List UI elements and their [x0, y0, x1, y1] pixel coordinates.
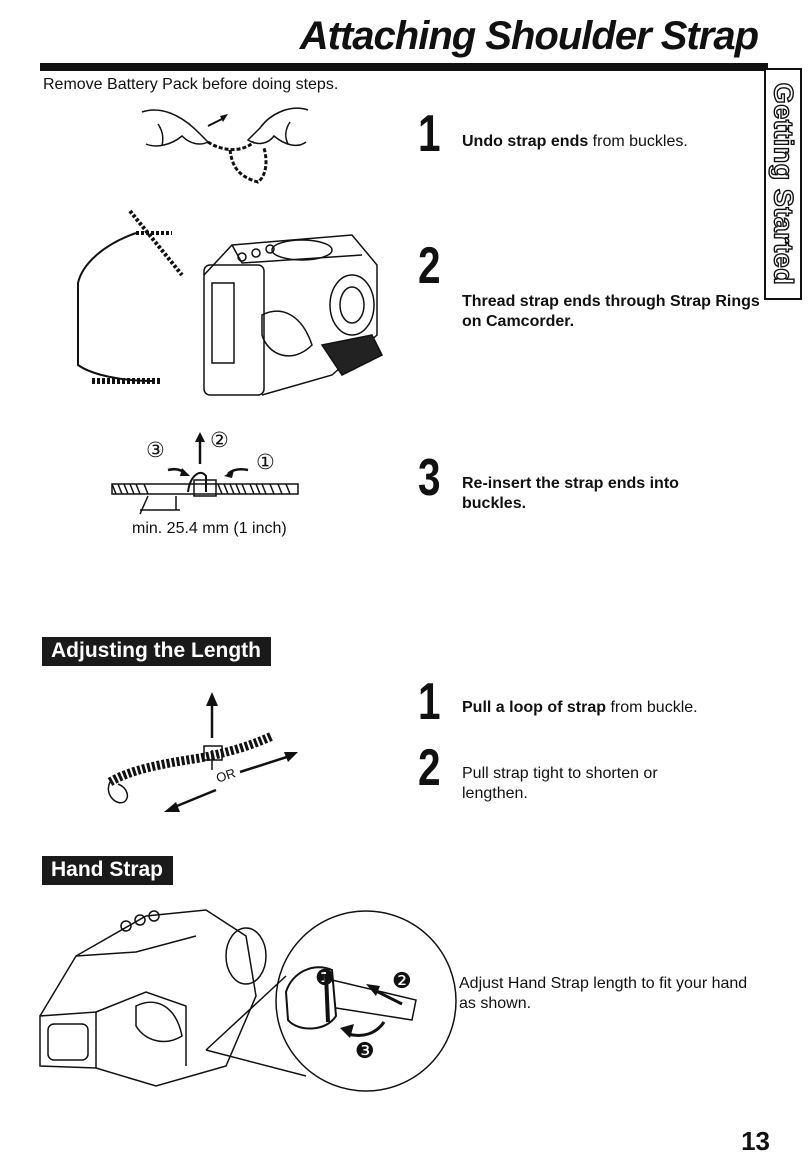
step-text: Re-insert the strap ends into buckles. — [462, 474, 732, 514]
step-text: Thread strap ends through Strap Rings on… — [462, 292, 762, 332]
hand-strap-text: Adjust Hand Strap length to fit your han… — [459, 975, 748, 1012]
step-text: Pull a loop of strap from buckle. — [462, 698, 762, 718]
marker-3: ③ — [146, 439, 165, 462]
section-heading-adjust: Adjusting the Length — [42, 637, 271, 666]
title-rule — [40, 63, 768, 71]
hand-strap-illustration — [36, 896, 432, 1092]
hand-marker-1: ❶ — [315, 965, 335, 990]
marker-1: ① — [256, 451, 275, 474]
adjust-length-illustration — [100, 692, 298, 812]
step-text: Undo strap ends from buckles. — [462, 132, 762, 152]
marker-2: ② — [210, 429, 229, 452]
page-number: 13 — [741, 1126, 770, 1156]
camcorder-strap-illustration — [72, 205, 392, 415]
side-tab: Getting Started — [764, 68, 802, 300]
page-title: Attaching Shoulder Strap — [299, 14, 759, 58]
step-number: 1 — [418, 673, 441, 731]
step-number: 1 — [418, 105, 441, 163]
buckle-caption: min. 25.4 mm (1 inch) — [132, 520, 287, 537]
step-number: 2 — [418, 739, 441, 797]
strap-hands-illustration — [140, 104, 310, 190]
step-bold: Thread strap ends through Strap Rings on… — [462, 293, 760, 330]
hand-marker-3: ❸ — [355, 1038, 375, 1063]
step-number: 2 — [418, 237, 441, 295]
step-rest: from buckles. — [588, 133, 688, 150]
step-bold: Undo strap ends — [462, 133, 589, 150]
step-bold: Pull a loop of strap — [462, 699, 607, 716]
intro-text: Remove Battery Pack before doing steps. — [43, 76, 339, 93]
side-tab-label: Getting Started — [768, 82, 799, 286]
step-rest: from buckle. — [606, 699, 698, 716]
hand-marker-2: ❷ — [392, 968, 412, 993]
step-text: Pull strap tight to shorten or lengthen. — [462, 764, 712, 804]
section-heading-hand-strap: Hand Strap — [42, 856, 174, 885]
buckle-illustration — [110, 432, 300, 520]
step-bold: Re-insert the strap ends into buckles. — [462, 475, 679, 512]
step-number: 3 — [418, 449, 441, 507]
step-rest: Pull strap tight to shorten or lengthen. — [462, 765, 658, 802]
